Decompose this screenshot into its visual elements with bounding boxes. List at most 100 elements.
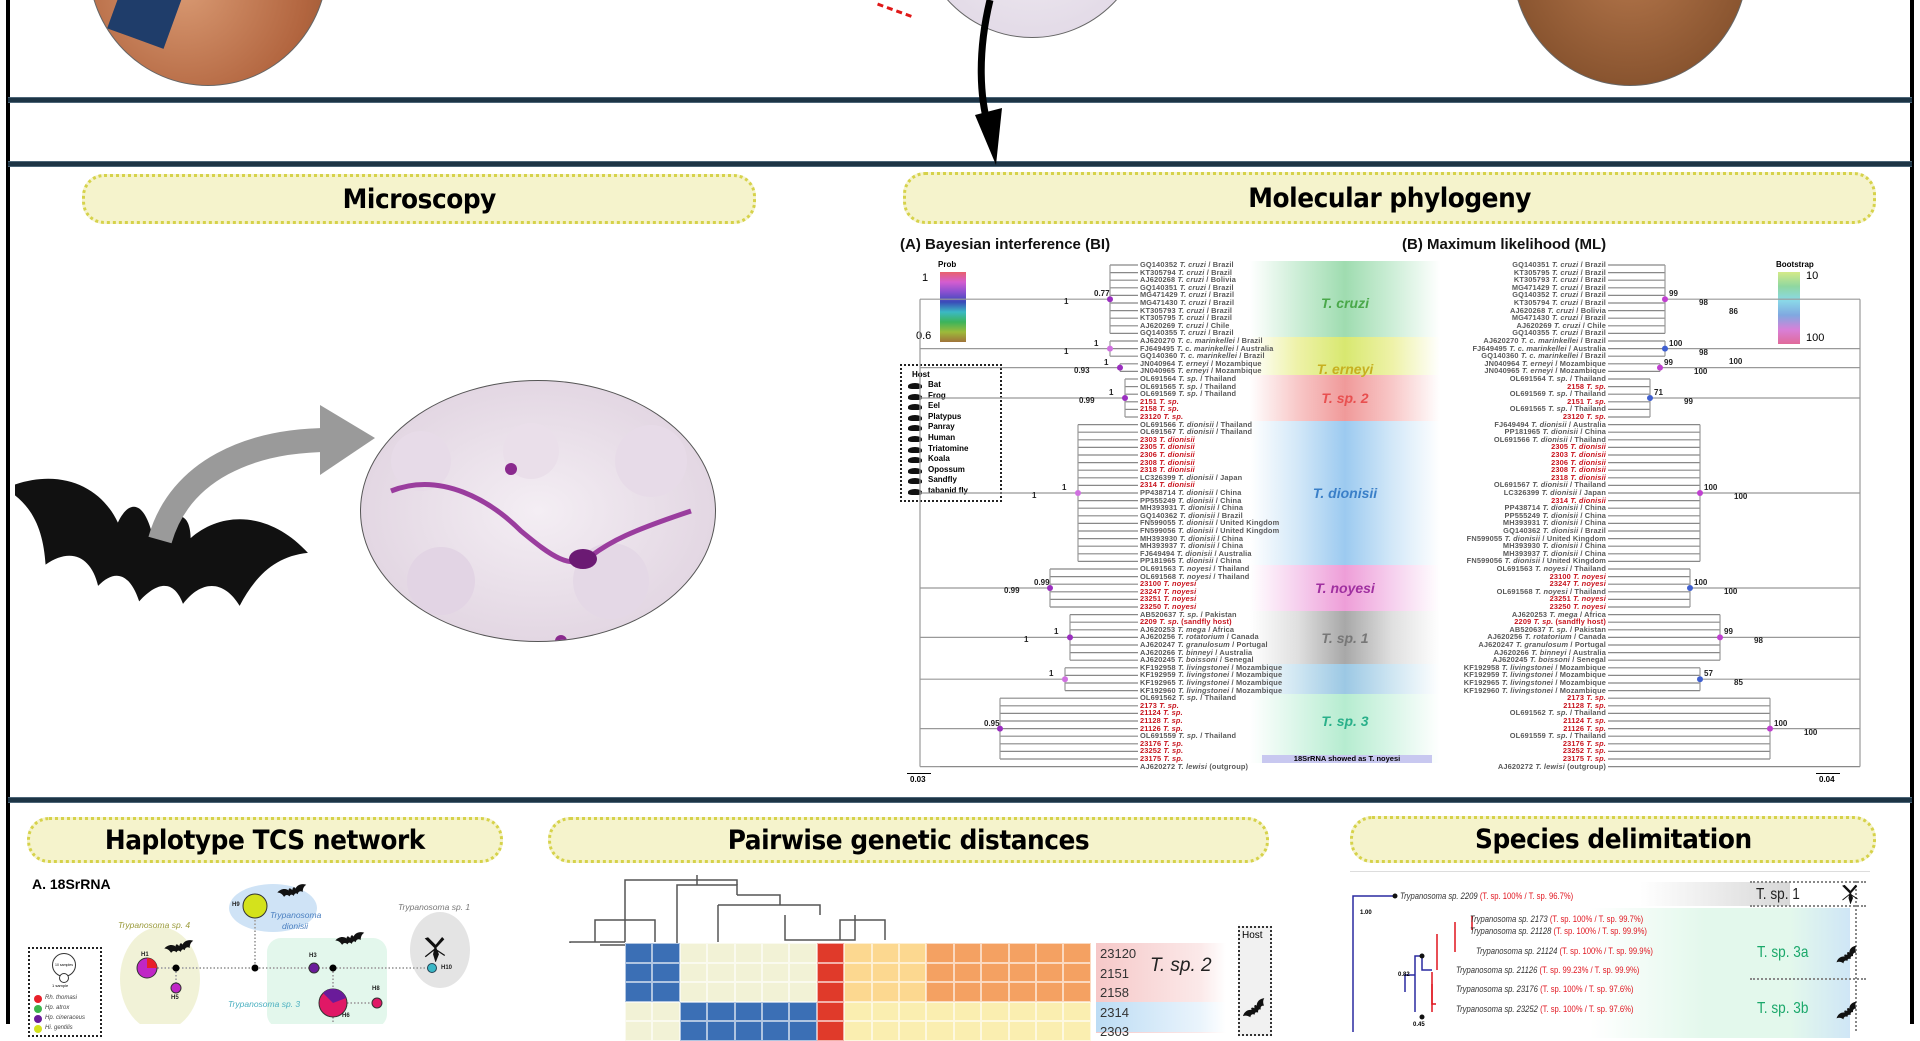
row-divider bbox=[1750, 978, 1866, 980]
accession-id: AJ620247 bbox=[1140, 640, 1176, 649]
species-name: T. noyesi bbox=[1534, 564, 1568, 573]
species-name: T. boissoni bbox=[1529, 655, 1570, 665]
accession-id: OL691565 bbox=[1140, 381, 1177, 391]
ml-support-value: 98 bbox=[1754, 636, 1763, 646]
ml-support-value: 99 bbox=[1724, 627, 1733, 637]
host-legend-item: Human bbox=[928, 433, 955, 442]
taxon-label: OL691566 T. dionisii / Thailand bbox=[1140, 419, 1252, 429]
locality: / Brazil bbox=[1208, 282, 1234, 292]
accession-id: GQ140355 bbox=[1512, 328, 1550, 338]
host-legend-label: Human bbox=[928, 433, 956, 442]
delimitation-entry: Trypanosoma sp. 2209 (T. sp. 100% / T. s… bbox=[1400, 891, 1573, 901]
taxon-label: 21124 T. sp. bbox=[1140, 709, 1183, 717]
taxon-label: 2151 T. sp. bbox=[1140, 397, 1179, 406]
ml-support-value: 100 bbox=[1774, 718, 1788, 728]
locality: / China bbox=[1217, 503, 1244, 513]
bi-support-value: 0.77 bbox=[1094, 289, 1110, 299]
node-support-marker bbox=[1062, 676, 1068, 683]
species-name: T. dionisii bbox=[1532, 480, 1568, 490]
accession-id: OL691564 bbox=[1509, 374, 1546, 383]
species-name: T. cruzi bbox=[1551, 328, 1579, 338]
host-legend-label: Hi. gentilis bbox=[45, 1025, 73, 1031]
heatmap-cell bbox=[652, 943, 680, 963]
accession-id: AJ620268 bbox=[1140, 275, 1176, 285]
taxon-label: 2158 T. sp. bbox=[1140, 405, 1179, 413]
phylogeny-header: Molecular phylogeny bbox=[903, 172, 1876, 224]
ml-support-value: 100 bbox=[1724, 587, 1738, 596]
taxon-label: GQ140352 T. cruzi / Brazil bbox=[1512, 291, 1606, 299]
heatmap-cell bbox=[1063, 962, 1091, 983]
heatmap-cell bbox=[625, 982, 653, 1002]
accession-id: 2303 bbox=[1140, 434, 1158, 444]
accession-id: OL691566 bbox=[1140, 419, 1177, 429]
heatmap-cell bbox=[899, 943, 927, 963]
species-name: T. erneyi bbox=[1177, 366, 1209, 376]
taxon-name: Trypanosoma sp. 23176 bbox=[1456, 984, 1538, 994]
locality: (sandfly host) bbox=[1555, 617, 1606, 627]
heatmap-cell bbox=[816, 1001, 845, 1022]
locality: / United Kingdom bbox=[1215, 518, 1280, 528]
species-name: T. mega bbox=[1549, 609, 1578, 619]
locality: / Brazil bbox=[1208, 328, 1234, 338]
accession-id: AJ620270 bbox=[1140, 336, 1176, 345]
species-name: T. dionisii bbox=[1542, 510, 1579, 520]
heatmap-row-label: 2158 bbox=[1100, 985, 1129, 1001]
taxon-label: MH393937 T. dionisii / China bbox=[1140, 542, 1243, 550]
species-name: T. mega bbox=[1177, 624, 1206, 634]
taxon-label: 23100 T. noyesi bbox=[1550, 572, 1606, 581]
species-name: T. sp. bbox=[1163, 746, 1184, 756]
frame-right-border bbox=[1910, 0, 1914, 1024]
curved-arrow-icon bbox=[975, 0, 1002, 165]
accession-id: PP555249 bbox=[1140, 495, 1176, 505]
host-legend-title: Host bbox=[912, 370, 930, 379]
accession-id: FJ649494 bbox=[1140, 548, 1175, 558]
accession-id: OL691567 bbox=[1140, 427, 1177, 437]
host-color-swatch bbox=[34, 1005, 42, 1013]
species-name: T. livingstonei bbox=[1177, 670, 1230, 680]
taxon-label: AJ620269 T. cruzi / Chile bbox=[1140, 321, 1230, 330]
host-silhouette-icon bbox=[908, 478, 922, 485]
heatmap-cell bbox=[926, 962, 954, 983]
heatmap-cell bbox=[707, 1021, 735, 1041]
taxon-label: FN599055 T. dionisii / United Kingdom bbox=[1467, 533, 1606, 543]
locality: / Australia bbox=[1568, 647, 1606, 657]
heatmap-cell bbox=[981, 982, 1009, 1002]
locality: / United Kingdom bbox=[1215, 526, 1280, 535]
heatmap-cell bbox=[707, 982, 735, 1002]
sp4-cluster bbox=[120, 927, 200, 1024]
locality: / Thailand bbox=[1570, 374, 1606, 383]
species-name: T. dionisii bbox=[1504, 556, 1541, 566]
species-name: T. dionisii bbox=[1159, 457, 1195, 467]
host-legend-label: Platypus bbox=[928, 411, 962, 421]
node-support-marker bbox=[1067, 634, 1073, 641]
taxon-label: 2308 T. dionisii bbox=[1140, 457, 1195, 467]
host-silhouette-icon bbox=[908, 436, 922, 442]
heatmap-cell bbox=[953, 962, 982, 983]
host-silhouette-icon bbox=[908, 414, 922, 421]
species-name: T. sp. bbox=[1548, 389, 1568, 399]
species-name: T. c. marinkellei bbox=[1176, 343, 1235, 353]
taxon-label: GQ140355 T. cruzi / Brazil bbox=[1140, 329, 1234, 337]
haplotype-node-h3 bbox=[308, 962, 320, 974]
locality: / Brazil bbox=[1208, 260, 1234, 269]
clade-label: T. erneyi bbox=[1316, 361, 1374, 378]
clade-band bbox=[1250, 261, 1440, 337]
species-name: T. cruzi bbox=[1551, 282, 1579, 292]
taxon-label: PP555249 T. dionisii / China bbox=[1505, 510, 1606, 520]
ml-support-value: 57 bbox=[1704, 669, 1713, 679]
bi-support-value: 1 bbox=[1109, 388, 1114, 397]
taxon-label: MG471429 T. cruzi / Brazil bbox=[1512, 282, 1606, 292]
taxon-label: 2209 T. sp. (sandfly host) bbox=[1140, 618, 1232, 626]
species-name: T. dionisii bbox=[1179, 533, 1216, 543]
species-name: T. dionisii bbox=[1177, 472, 1214, 482]
taxon-label: FJ649494 T. dionisii / Australia bbox=[1494, 420, 1606, 429]
species-name: T. rotatorium bbox=[1524, 632, 1572, 642]
bat-icon bbox=[1242, 998, 1269, 1022]
locality: / United Kingdom bbox=[1542, 533, 1606, 543]
heatmap-cell bbox=[734, 982, 762, 1002]
species-name: T. cruzi bbox=[1179, 260, 1207, 269]
heatmap-cell bbox=[1063, 1021, 1091, 1041]
species-name: T. c. marinkellei bbox=[1509, 343, 1567, 353]
taxon-label: OL691563 T. noyesi / Thailand bbox=[1140, 565, 1249, 573]
sandfly-icon bbox=[1842, 885, 1858, 904]
